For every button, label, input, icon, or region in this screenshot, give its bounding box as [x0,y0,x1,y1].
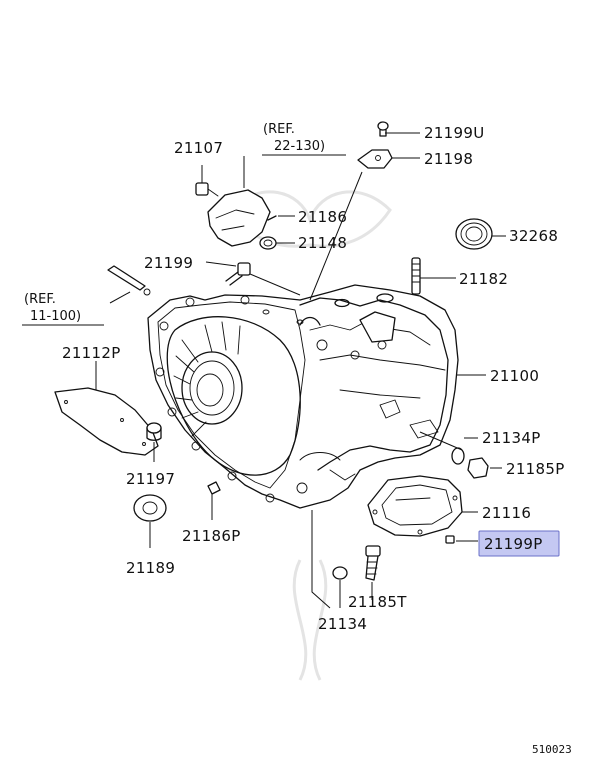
part-label-21112P[interactable]: 21112P [62,344,121,362]
part-label-21185P[interactable]: 21185P [506,460,565,478]
diagram-code: 510023 [532,743,572,756]
part-label-21186P[interactable]: 21186P [182,527,241,545]
part-21112P-cover-plate[interactable] [54,387,159,456]
part-label-21197[interactable]: 21197 [126,470,175,488]
part-21185T-plug[interactable] [365,545,381,581]
leader-lines [95,132,506,609]
part-label-21107[interactable]: 21107 [174,139,223,157]
part-21186P-dowel[interactable] [207,481,221,495]
part-label-21182[interactable]: 21182 [459,270,508,288]
highlight-box [478,530,560,557]
part-21134P-washer[interactable] [451,447,465,465]
part-21107-shift-housing[interactable] [195,182,271,247]
transaxle-case[interactable] [147,284,459,509]
part-21186-pin[interactable] [267,215,277,221]
part-label-21198[interactable]: 21198 [424,150,473,168]
part-label-21116[interactable]: 21116 [482,504,531,522]
part-label-21185T[interactable]: 21185T [348,593,407,611]
ref-label-11-100-line1[interactable]: (REF. [24,292,56,307]
part-label-21148[interactable]: 21148 [298,234,347,252]
part-label-21100[interactable]: 21100 [490,367,539,385]
part-label-21189[interactable]: 21189 [126,559,175,577]
part-32268-oil-seal[interactable] [455,218,493,250]
part-21148-bushing[interactable] [259,236,277,250]
part-21199U-bolt[interactable] [377,121,389,137]
part-21198-bracket[interactable] [357,149,393,169]
labels: (REF. 22-130) (REF. 11-100) 21107 21199U… [24,122,572,756]
part-21199P-bolt[interactable] [445,535,455,544]
part-label-21134[interactable]: 21134 [318,615,367,633]
part-label-21199P[interactable]: 21199P [484,535,543,553]
watermark [228,190,392,681]
part-21197-pin[interactable] [146,422,162,441]
part-21134-washer[interactable] [332,566,348,580]
part-label-21199U[interactable]: 21199U [424,124,485,142]
part-label-21134P[interactable]: 21134P [482,429,541,447]
part-label-21199[interactable]: 21199 [144,254,193,272]
part-21199-bolt[interactable] [225,262,251,286]
part-21189-plug[interactable] [133,494,167,522]
part-21182-stud[interactable] [411,257,421,295]
ref-label-22-130-line1[interactable]: (REF. [263,122,295,137]
ref-11-100-strap [107,265,151,296]
ref-label-11-100-line2[interactable]: 11-100) [30,309,81,324]
part-21116-oil-pan[interactable] [367,475,463,537]
part-label-21186[interactable]: 21186 [298,208,347,226]
part-21185P-plug[interactable] [467,457,489,479]
part-label-32268[interactable]: 32268 [509,227,558,245]
ref-label-22-130-line2[interactable]: 22-130) [274,139,325,154]
